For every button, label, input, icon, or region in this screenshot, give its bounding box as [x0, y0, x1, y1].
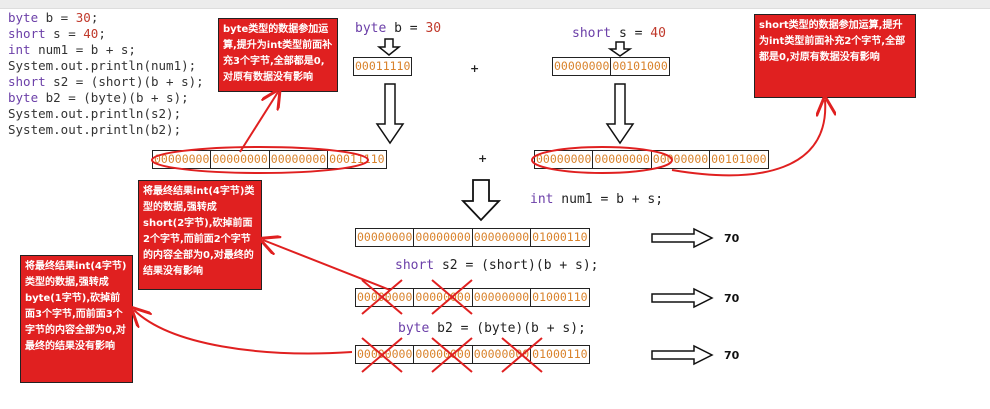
result-b2: 70: [724, 349, 740, 362]
byte-box: 01000110: [530, 288, 590, 307]
note-short-promotion: short类型的数据参加运算,提升为int类型前面补充2个字节,全部都是0,对原…: [754, 14, 916, 98]
byte-box: 00000000: [471, 228, 531, 247]
long-down-arrow-icon: [375, 83, 405, 145]
byte-box: 00101000: [610, 57, 670, 76]
code-line-1: byte b = 30;: [8, 10, 99, 25]
note-byte-cast: 将最终结果int(4字节)类型的数据,强转成byte(1字节),砍掉前面3个字节…: [20, 255, 133, 383]
byte-box: 00000000: [355, 345, 414, 364]
byte-box: 00000000: [650, 150, 710, 169]
byte-box: 00000000: [471, 345, 531, 364]
byte-row-s2: 00000000 00000000 00000000 01000110: [355, 288, 590, 307]
down-arrow-icon: [376, 38, 402, 56]
connector-byte-promo: [239, 92, 278, 153]
result-num1: 70: [724, 232, 740, 245]
note-byte-promotion: byte类型的数据参加运算,提升为int类型前面补充3个字节,全部都是0,对原有…: [218, 18, 338, 92]
note-short-cast: 将最终结果int(4字节)类型的数据,强转成short(2字节),砍掉前面2个字…: [138, 180, 262, 290]
label-short-s: short s = 40: [572, 26, 666, 41]
byte-box: 00000000: [413, 288, 472, 307]
byte-row-num1: 00000000 00000000 00000000 01000110: [355, 228, 590, 247]
byte-row-b2: 00000000 00000000 00000000 01000110: [355, 345, 590, 364]
right-arrow-icon: [651, 227, 714, 249]
byte-box: 00000000: [210, 150, 269, 169]
byte-box: 01000110: [530, 345, 590, 364]
byte-box: 00000000: [413, 228, 472, 247]
byte-box: 01000110: [530, 228, 590, 247]
code-line-7: System.out.println(s2);: [8, 106, 182, 121]
code-line-4: System.out.println(num1);: [8, 58, 197, 73]
label-int-num1: int num1 = b + s;: [530, 192, 664, 207]
connector-byte-cast: [134, 310, 353, 355]
byte-box: 00000000: [592, 150, 651, 169]
code-listing: byte b = 30; short s = 40; int num1 = b …: [8, 10, 204, 138]
byte-box: 00011110: [353, 57, 413, 76]
byte-box: 00011110: [327, 150, 387, 169]
long-down-arrow-icon: [605, 83, 635, 145]
byte-row-s-int: 00000000 00000000 00000000 00101000: [534, 150, 769, 169]
code-line-6: byte b2 = (byte)(b + s);: [8, 90, 189, 105]
byte-box: 00101000: [709, 150, 769, 169]
right-arrow-icon: [651, 344, 714, 366]
code-line-8: System.out.println(b2);: [8, 122, 182, 137]
byte-box: 00000000: [355, 288, 414, 307]
code-line-5: short s2 = (short)(b + s);: [8, 74, 204, 89]
byte-row-b: 00011110: [353, 57, 413, 76]
byte-box: 00000000: [355, 228, 414, 247]
byte-box: 00000000: [413, 345, 472, 364]
down-arrow-icon: [607, 41, 633, 57]
byte-box: 00000000: [471, 288, 531, 307]
byte-row-s: 00000000 00101000: [552, 57, 670, 76]
plus-sign-middle: +: [478, 152, 488, 165]
code-line-2: short s = 40;: [8, 26, 106, 41]
plus-sign-top: +: [470, 62, 480, 75]
label-byte-b2: byte b2 = (byte)(b + s);: [398, 321, 586, 336]
byte-box: 00000000: [152, 150, 211, 169]
byte-row-b-int: 00000000 00000000 00000000 00011110: [152, 150, 387, 169]
connector-short-cast: [263, 240, 391, 291]
byte-box: 00000000: [268, 150, 328, 169]
fat-down-arrow-icon: [460, 179, 502, 222]
label-short-s2: short s2 = (short)(b + s);: [395, 258, 599, 273]
right-arrow-icon: [651, 287, 714, 309]
top-bar: [0, 0, 990, 9]
code-line-3: int num1 = b + s;: [8, 42, 136, 57]
label-byte-b: byte b = 30: [355, 21, 442, 36]
result-s2: 70: [724, 292, 740, 305]
byte-box: 00000000: [534, 150, 593, 169]
byte-box: 00000000: [552, 57, 611, 76]
